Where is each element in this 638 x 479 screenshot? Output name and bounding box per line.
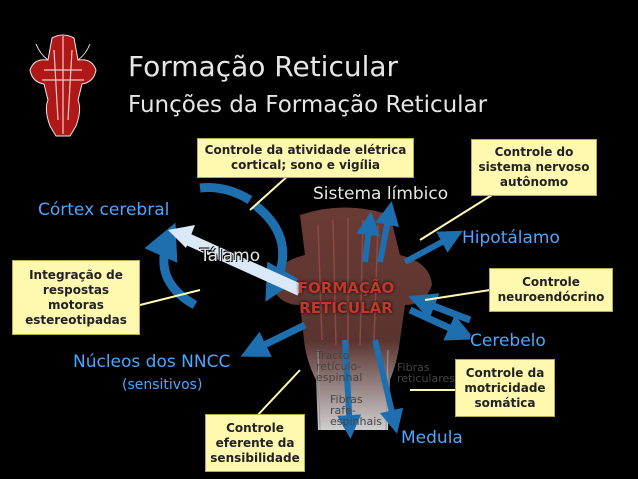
arrow-nucleos [240, 321, 307, 357]
pointer-eferente [254, 369, 301, 419]
label-nucleos-sub: (sensitivos) [122, 377, 203, 393]
callout-integracao: Integração de respostas motoras estereot… [12, 260, 140, 335]
label-cortex: Córtex cerebral [38, 200, 170, 220]
page-subtitle: Funções da Formação Reticular [128, 92, 488, 118]
callout-eferente: Controle eferente da sensibilidade [205, 414, 305, 472]
center-label-line2: RETICULAR [299, 299, 393, 317]
arrow-limbico [356, 211, 381, 263]
pointer-autonomo [419, 189, 501, 241]
brainstem-illustration [272, 207, 432, 431]
arrow-cerebelo-in [408, 293, 472, 324]
label-fibras-rafe: Fibras rafe- espinhais [330, 393, 383, 428]
brainstem-icon [29, 34, 97, 137]
center-label: FORMAÇÃO RETICULAR [290, 278, 402, 318]
arrow-talamo-cortex-head [168, 225, 195, 248]
callout-cortical: Controle da atividade elétrica cortical;… [197, 138, 414, 178]
pointer-neuroendocrino [424, 289, 491, 301]
label-tracto: Tracto retículo- espinhal [316, 349, 363, 384]
label-nucleos: Núcleos dos NNCC [73, 352, 231, 372]
label-talamo: Tálamo [200, 246, 261, 266]
callout-autonomo: Controle do sistema nervoso autônomo [471, 139, 597, 196]
callout-neuroendocrino: Controle neuroendócrino [489, 268, 613, 312]
label-cerebelo: Cerebelo [470, 331, 546, 351]
page-title: Formação Reticular [128, 50, 399, 83]
arrow-medula-2 [372, 339, 404, 434]
loop-arrow-left [144, 222, 198, 309]
center-label-line1: FORMAÇÃO [297, 279, 395, 297]
callout-motricidade: Controle da motricidade somática [455, 359, 555, 417]
label-fibras-reticulares: Fibras reticulares [397, 361, 456, 385]
arrow-limbico-2 [375, 201, 399, 263]
arrow-hipotalamo [403, 230, 463, 265]
loop-arrow-top [199, 183, 253, 204]
label-hipotalamo: Hipotálamo [462, 228, 560, 248]
arrow-talamo-cortex-body [182, 232, 303, 296]
pointer-integracao [139, 289, 201, 306]
arrow-medula-1 [337, 339, 362, 439]
label-sistema-limbico: Sistema límbico [313, 184, 449, 204]
label-medula: Medula [401, 428, 463, 448]
